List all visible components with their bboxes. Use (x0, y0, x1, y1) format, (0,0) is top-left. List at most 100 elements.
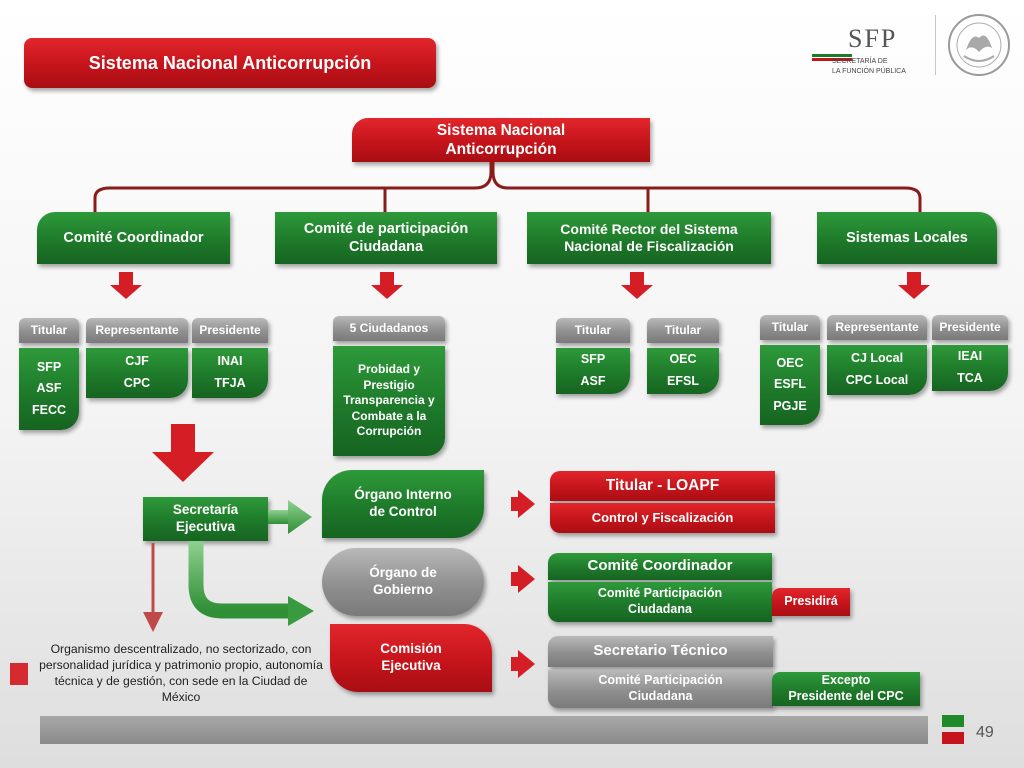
page-number: 49 (976, 724, 994, 741)
item: CJF (125, 354, 149, 369)
sfp-logo: SFP SECRETARÍA DE LA FUNCIÓN PÚBLICA (812, 22, 932, 82)
item: FECC (31, 402, 67, 417)
excepto-line1: Excepto (821, 673, 871, 688)
organo-gobierno-line2: Gobierno (373, 582, 433, 597)
organo-interno-node: Órgano Interno de Control (322, 470, 484, 538)
list-participacion: Probidad y Prestigio Transparencia y Com… (333, 346, 445, 456)
logo-sfp-text: SFP (848, 24, 898, 53)
comision-ejecutiva-node: Comisión Ejecutiva (330, 624, 492, 692)
secretario-tecnico-node: Secretario Técnico (548, 636, 773, 667)
tag-titular-rector-b: Titular (647, 318, 719, 343)
excepto-line2: Presidente del CPC (788, 689, 904, 703)
down-arrow-icon-2 (371, 272, 403, 299)
secretaria-line2: Ejecutiva (175, 519, 236, 534)
secretaria-ejecutiva-node: Secretaría Ejecutiva (143, 497, 268, 541)
list-presidente-locales: IEAI TCA (932, 345, 1008, 391)
titular-loapf-node: Titular - LOAPF (550, 471, 775, 501)
note-text: Organismo descentralizado, no sectorizad… (28, 642, 334, 705)
item: PGJE (773, 398, 807, 413)
comision-line2: Ejecutiva (381, 658, 441, 673)
note-line1: Organismo descentralizado, no sectorizad… (50, 642, 312, 656)
comite-participacion-line2: Ciudadana (348, 239, 424, 255)
comite-part-a-line1: Comité Participación (597, 586, 723, 601)
organo-interno-line2: de Control (369, 504, 437, 519)
item: INAI (217, 354, 243, 369)
item: IEAI (957, 349, 983, 364)
tag-titular-locales: Titular (760, 315, 820, 340)
item: Corrupción (356, 424, 422, 439)
list-titular-rector-b: OEC EFSL (647, 348, 719, 394)
list-titular-rector-a: SFP ASF (556, 348, 630, 394)
note-line4: México (161, 689, 201, 704)
down-arrow-icon-3 (621, 272, 653, 299)
organo-gobierno-node: Órgano de Gobierno (322, 548, 484, 616)
organo-interno-line1: Órgano Interno (354, 487, 452, 503)
root-line2: Anticorrupción (445, 141, 557, 158)
list-representante-coordinador: CJF CPC (86, 348, 188, 398)
comision-line1: Comisión (380, 641, 442, 657)
tag-titular-rector-a: Titular (556, 318, 630, 343)
tag-5-ciudadanos: 5 Ciudadanos (333, 316, 445, 341)
comite-rector-line2: Nacional de Fiscalización (564, 238, 734, 254)
item: Transparencia y (343, 393, 435, 408)
item: ASF (580, 374, 606, 388)
item: TCA (957, 371, 983, 385)
item: SFP (36, 359, 62, 374)
logo-line1: SECRETARÍA DE (832, 58, 888, 65)
thin-red-down-arrow-icon (143, 543, 163, 632)
root-line1: Sistema Nacional (436, 121, 566, 139)
red-square-icon (10, 663, 28, 685)
comite-coordinador-right-node: Comité Coordinador (548, 553, 772, 580)
tag-titular-coordinador: Titular (19, 318, 79, 343)
logo-line2: LA FUNCIÓN PÚBLICA (832, 68, 906, 75)
list-representante-locales: CJ Local CPC Local (827, 345, 927, 395)
item: SFP (580, 352, 606, 367)
item: EFSL (667, 374, 699, 388)
secretaria-line1: Secretaría (172, 502, 239, 518)
list-presidente-coordinador: INAI TFJA (192, 348, 268, 398)
comite-participacion-b-node: Comité Participación Ciudadana (548, 670, 773, 708)
tag-presidente-coordinador: Presidente (192, 318, 268, 343)
comite-participacion-line1: Comité de participación (303, 220, 469, 237)
item: TFJA (214, 376, 246, 390)
connector-right (491, 162, 922, 212)
logo-stripe-icon (812, 54, 852, 61)
presidira-badge: Presidirá (772, 588, 850, 616)
title-banner: Sistema Nacional Anticorrupción (24, 38, 436, 88)
control-fiscalizacion-node: Control y Fiscalización (550, 503, 775, 533)
right-arrow-icon-3 (511, 650, 535, 678)
item: Probidad y (357, 362, 420, 377)
item: Prestigio (363, 377, 415, 392)
root-node: Sistema Nacional Anticorrupción (352, 118, 650, 162)
comite-rector-node: Comité Rector del Sistema Nacional de Fi… (527, 212, 771, 264)
excepto-badge: Excepto Presidente del CPC (772, 672, 920, 706)
down-arrow-icon-1 (110, 272, 142, 299)
item: ESFL (774, 377, 806, 392)
national-seal-icon (946, 12, 1012, 78)
comite-coordinador-label: Comité Coordinador (63, 229, 204, 246)
sistemas-locales-label: Sistemas Locales (846, 229, 968, 246)
comite-rector-line1: Comité Rector del Sistema (560, 220, 738, 237)
item: CPC Local (845, 373, 909, 387)
separator-line (935, 15, 936, 75)
item: OEC (776, 355, 804, 370)
note-line3: técnica y de gestión, con sede en la Ciu… (54, 673, 308, 688)
comite-part-a-line2: Ciudadana (628, 602, 692, 616)
comite-coordinador-node: Comité Coordinador (37, 212, 230, 264)
footer-red-flag-icon (942, 732, 964, 744)
item: CPC (123, 376, 151, 390)
item: CJ Local (850, 351, 904, 366)
connector-left (93, 162, 493, 212)
footer-green-flag-icon (942, 715, 964, 727)
tag-presidente-locales: Presidente (932, 315, 1008, 340)
curved-green-arrow-icon (188, 541, 314, 626)
item: OEC (669, 352, 697, 367)
note-line2: personalidad jurídica y patrimonio propi… (39, 657, 323, 672)
footer-bar (40, 716, 928, 744)
list-titular-coordinador: SFP ASF FECC (19, 348, 79, 430)
organo-gobierno-line1: Órgano de (369, 565, 437, 581)
right-arrow-icon-2 (511, 565, 535, 593)
